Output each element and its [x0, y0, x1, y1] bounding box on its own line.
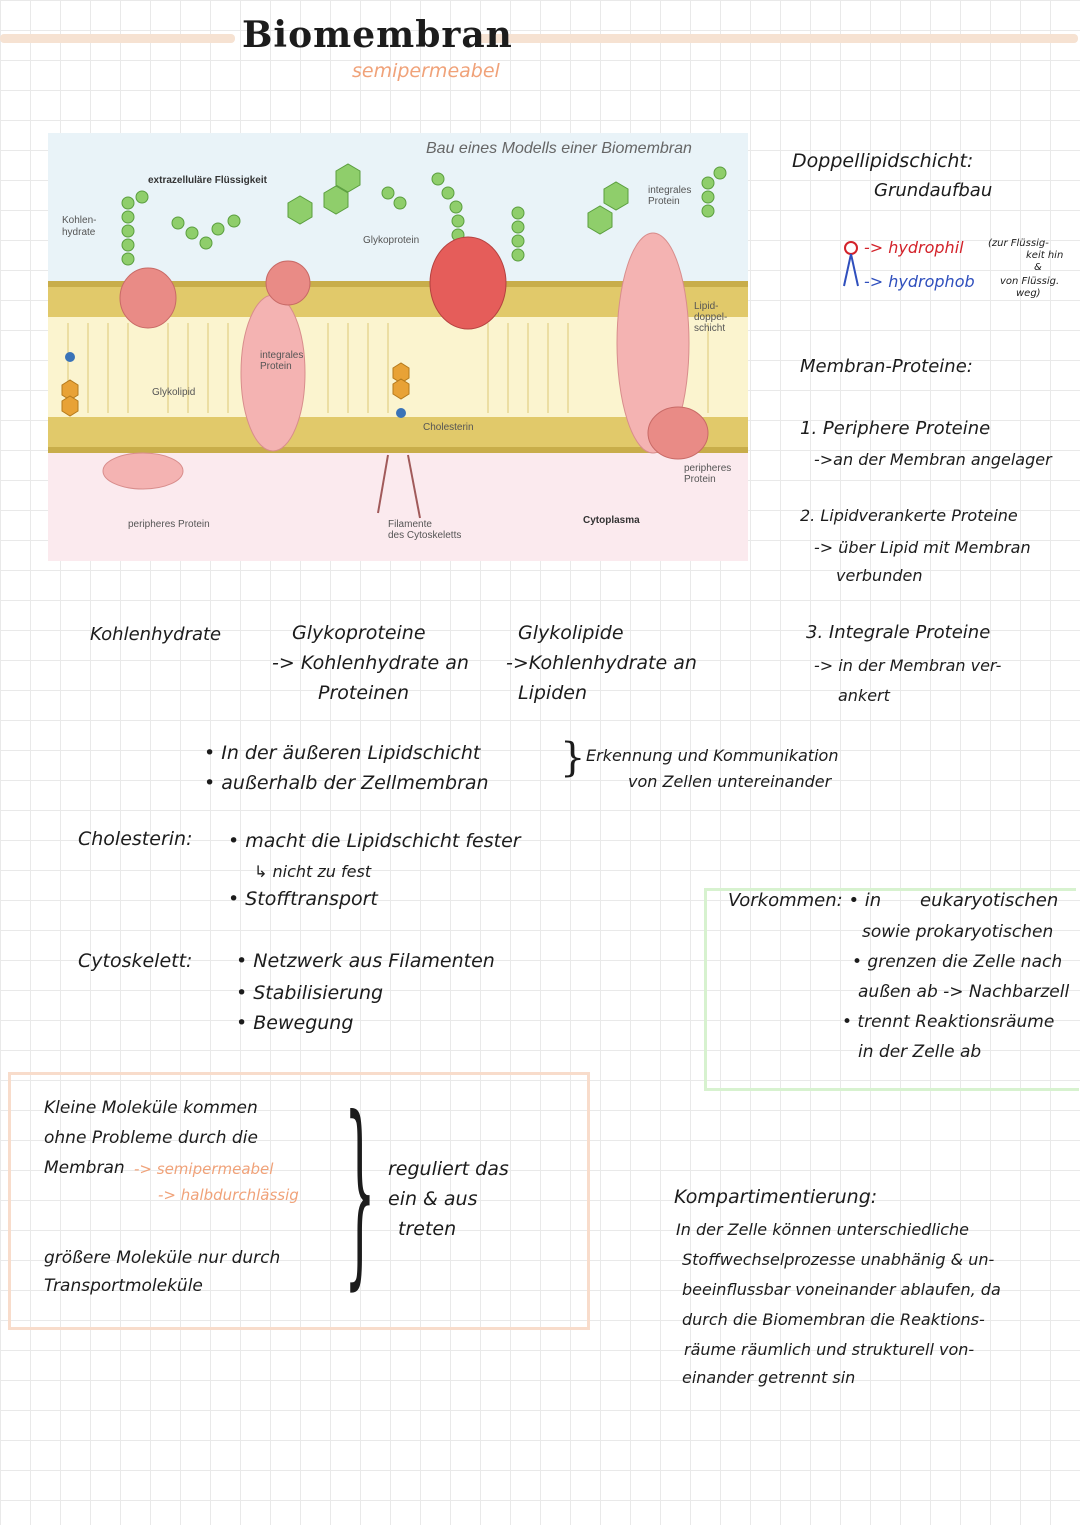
occurrence-4: außen ab -> Nachbarzell: [858, 982, 1070, 1002]
regulation-3: treten: [398, 1218, 457, 1240]
brace-regulation: }: [344, 1075, 376, 1308]
protein-1-title: 1. Periphere Proteine: [800, 418, 991, 439]
molecule-3: Membran: [44, 1158, 125, 1178]
label-peripheral-left: peripheres Protein: [128, 519, 210, 530]
molecule-3-orange: -> semipermeabel: [134, 1160, 274, 1178]
kohlenhydrate-label: Kohlenhydrate: [90, 624, 222, 645]
bilayer-sub: Grundaufbau: [874, 180, 993, 201]
occurrence-box-top: [704, 888, 1076, 891]
proteins-title: Membran-Proteine:: [800, 356, 973, 377]
protein-3-title: 3. Integrale Proteine: [806, 622, 991, 643]
title-highlight-left: [0, 34, 235, 43]
label-cytoplasm: Cytoplasma: [583, 515, 640, 526]
occurrence-5: • trennt Reaktionsräume: [842, 1012, 1055, 1032]
label-integral-left-2: Protein: [260, 361, 292, 372]
occurrence-3: • grenzen die Zelle nach: [852, 952, 1063, 972]
label-cholesterol: Cholesterin: [423, 422, 474, 433]
protein-3-desc-2: ankert: [838, 686, 890, 705]
page-title: Biomembran: [242, 14, 513, 56]
label-integral-right-2: Protein: [648, 196, 680, 207]
label-peripheral-right-2: Protein: [684, 474, 716, 485]
carbohydrate-chains: [121, 163, 727, 266]
protein-2-title: 2. Lipidverankerte Proteine: [800, 506, 1018, 525]
cytoskeleton-filaments: [377, 454, 421, 519]
molecule-5: größere Moleküle nur durch: [44, 1248, 281, 1268]
cholesterol-head: [65, 352, 75, 362]
title-highlight-right: [478, 34, 1078, 43]
occurrence-box-bottom: [704, 1088, 1076, 1091]
compartment-5: räume räumlich und strukturell von-: [684, 1340, 975, 1359]
regulation-1: reguliert das: [388, 1158, 509, 1180]
lipid-symbol-icon: [843, 241, 859, 287]
compartment-title: Kompartimentierung:: [674, 1186, 878, 1208]
protein-2-desc-2: verbunden: [836, 566, 923, 585]
label-integral-right-1: integrales: [648, 185, 691, 196]
hydrophil-note-1: (zur Flüssig-: [988, 238, 1049, 249]
cytoskelett-3: • Bewegung: [236, 1012, 354, 1034]
regulation-2: ein & aus: [388, 1188, 478, 1210]
label-bilayer-3: schicht: [694, 323, 725, 334]
molecule-4-orange: -> halbdurchlässig: [158, 1186, 299, 1204]
occurrence-1a: Vorkommen: • in: [728, 890, 882, 911]
label-peripheral-right-1: peripheres: [684, 463, 731, 474]
hydrophob-note-1: von Flüssig.: [1000, 276, 1060, 287]
cholesterol-molecules: [61, 362, 410, 417]
diagram-title: Bau eines Modells einer Biomembran: [426, 140, 692, 157]
bullet-outside-membrane: • außerhalb der Zellmembran: [204, 772, 489, 794]
label-glycoprotein: Glykoprotein: [363, 235, 419, 246]
proteins: [102, 232, 709, 490]
glykolipide-desc-1: ->Kohlenhydrate an: [506, 652, 697, 674]
hydrophob-label: -> hydrophob: [864, 272, 975, 291]
hydrophil-label: -> hydrophil: [864, 238, 964, 257]
membrane-diagram-svg: extrazelluläre Flüssigkeit Kohlen- hydra…: [48, 133, 748, 561]
label-carbo-1: Kohlen-: [62, 215, 96, 226]
glykolipide-desc-2: Lipiden: [518, 682, 587, 704]
membrane-diagram: extrazelluläre Flüssigkeit Kohlen- hydra…: [48, 133, 748, 561]
molecule-1: Kleine Moleküle kommen: [44, 1098, 258, 1118]
cytoskelett-2: • Stabilisierung: [236, 982, 384, 1004]
cholesterin-2: ↳ nicht zu fest: [254, 862, 372, 881]
compartment-2: Stoffwechselprozesse unabhänig & un-: [682, 1250, 995, 1269]
occurrence-1b: eukaryotischen: [920, 890, 1059, 911]
molecule-6: Transportmoleküle: [44, 1276, 203, 1296]
cholesterol-head-2: [396, 408, 406, 418]
glykoproteine-label: Glykoproteine: [292, 622, 426, 644]
recognition-1: Erkennung und Kommunikation: [586, 746, 839, 765]
protein-2-desc-1: -> über Lipid mit Membran: [814, 538, 1031, 557]
cytoskelett-label: Cytoskelett:: [78, 950, 193, 972]
label-bilayer-2: doppel-: [694, 312, 727, 323]
glykoproteine-desc-2: Proteinen: [318, 682, 410, 704]
glykoproteine-desc-1: -> Kohlenhydrate an: [272, 652, 469, 674]
occurrence-6: in der Zelle ab: [858, 1042, 982, 1062]
molecule-box: [8, 1072, 590, 1330]
protein-3-desc-1: -> in der Membran ver-: [814, 656, 1002, 675]
label-integral-left-1: integrales: [260, 350, 303, 361]
hydrophob-note-2: weg): [1016, 288, 1041, 299]
label-extracellular: extrazelluläre Flüssigkeit: [148, 175, 268, 186]
compartment-3: beeinflussbar voneinander ablaufen, da: [682, 1280, 1001, 1299]
bilayer-title: Doppellipidschicht:: [792, 150, 974, 172]
label-filaments-1: Filamente: [388, 519, 432, 530]
page-subtitle: semipermeabel: [352, 60, 500, 82]
molecule-2: ohne Probleme durch die: [44, 1128, 258, 1148]
label-bilayer-1: Lipid-: [694, 301, 718, 312]
bullet-outer-layer: • In der äußeren Lipidschicht: [204, 742, 481, 764]
compartment-6: einander getrennt sin: [682, 1368, 856, 1387]
protein-1-desc: ->an der Membran angelager: [814, 450, 1052, 469]
label-glycolipid: Glykolipid: [152, 387, 195, 398]
compartment-4: durch die Biomembran die Reaktions-: [682, 1310, 985, 1329]
label-carbo-2: hydrate: [62, 227, 96, 238]
glykolipide-label: Glykolipide: [518, 622, 624, 644]
cholesterin-3: • Stofftransport: [228, 888, 378, 910]
brace-recognition: }: [560, 735, 586, 781]
cytoskelett-1: • Netzwerk aus Filamenten: [236, 950, 495, 972]
cholesterin-1: • macht die Lipidschicht fester: [228, 830, 521, 852]
label-filaments-2: des Cytoskeletts: [388, 530, 461, 541]
hydrophil-note-3: &: [1034, 262, 1042, 273]
occurrence-2: sowie prokaryotischen: [862, 922, 1054, 942]
cholesterin-label: Cholesterin:: [78, 828, 193, 850]
hydrophil-note-2: keit hin: [1026, 250, 1064, 261]
recognition-2: von Zellen untereinander: [628, 772, 832, 791]
compartment-1: In der Zelle können unterschiedliche: [676, 1220, 970, 1239]
